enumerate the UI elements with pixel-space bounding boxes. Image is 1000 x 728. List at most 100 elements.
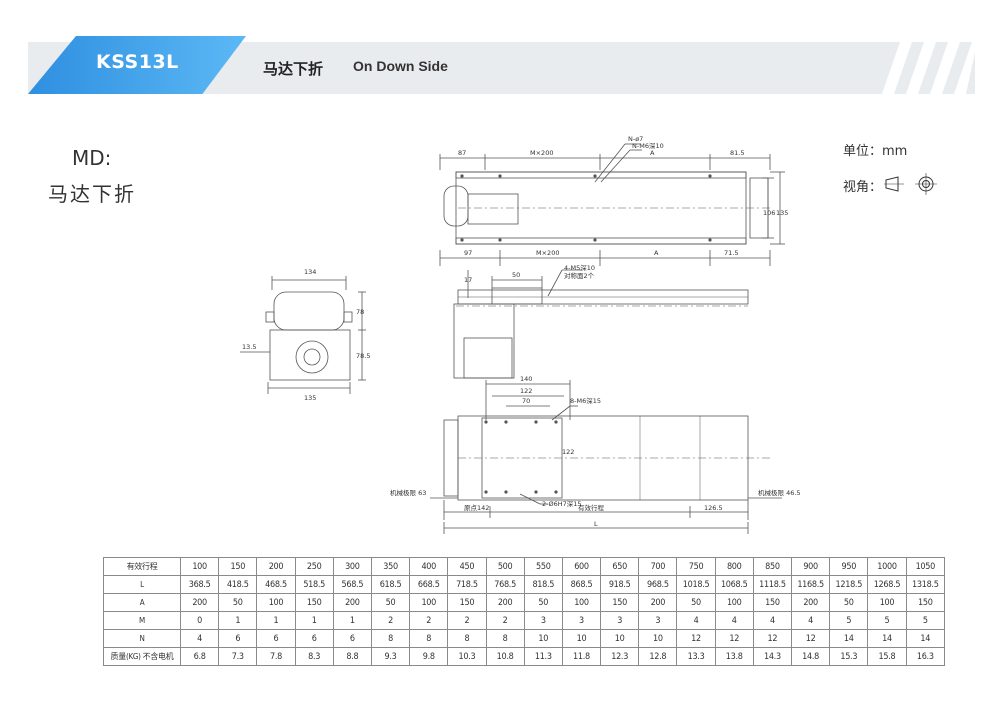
table-cell: 15.8 [867,647,907,666]
table-cell: 4 [179,629,220,648]
model-code: KSS13L [96,51,179,73]
table-cell: 5 [905,611,946,630]
table-cell: 668.5 [409,575,449,594]
table-cell: 14 [829,629,869,648]
table-cell: 450 [447,557,487,576]
table-cell: 14 [905,629,946,648]
table-cell: 6 [256,629,296,648]
table-cell: 150 [600,593,640,612]
table-cell: 9.8 [409,647,449,666]
table-cell: 618.5 [370,575,411,594]
table-cell: 6 [332,629,372,648]
side-note-2: 对称面2个 [564,271,595,280]
table-cell: 2 [370,611,411,630]
table-cell: 800 [714,557,754,576]
side-dim-17: 17 [464,276,472,284]
pin-note: 2-Ø6H7深15 [542,499,582,508]
row-header: L [103,575,181,594]
table-cell: 1068.5 [714,575,754,594]
table-cell: 50 [829,593,869,612]
table-cell: 150 [447,593,487,612]
length-label: L [594,520,598,528]
row-header: 质量(KG) 不含电机 [103,647,181,666]
table-cell: 6 [294,629,334,648]
mode-label: MD: [72,146,112,170]
table-cell: 750 [676,557,716,576]
technical-drawing: 87 M×200 A 81.5 97 M×200 A 71.5 N-ø7 N-M… [240,135,801,534]
table-cell: 700 [638,557,678,576]
dim-top-m200: M×200 [530,149,553,157]
table-cell: 13.8 [714,647,754,666]
table-cell: 1018.5 [676,575,716,594]
table-cell: 100 [714,593,754,612]
end-width-top: 134 [304,268,316,276]
table-cell: 8 [370,629,411,648]
table-cell: 12 [752,629,793,648]
table-cell: 900 [790,557,831,576]
bottom-height: 122 [562,448,574,456]
table-cell: 11.3 [523,647,563,666]
table-cell: 150 [294,593,334,612]
hole-note-1: N-ø7 [628,135,643,143]
side-dim-50: 50 [512,271,520,279]
dim-bottom-715: 71.5 [724,249,738,257]
table-cell: 2 [485,611,525,630]
height-106: 106 [763,209,775,217]
table-cell: 8 [409,629,449,648]
table-cell: 100 [179,557,220,576]
table-cell: 8.3 [294,647,334,666]
height-135: 135 [776,209,788,217]
hole-note-2: N-M6深10 [632,141,664,150]
table-cell: 5 [867,611,907,630]
table-cell: 768.5 [485,575,525,594]
table-cell: 14.3 [752,647,793,666]
table-cell: 100 [256,593,296,612]
table-cell: 10.8 [485,647,525,666]
table-cell: 11.8 [561,647,602,666]
table-cell: 1 [294,611,334,630]
table-cell: 10.3 [447,647,487,666]
end-dim: 126.5 [704,504,723,512]
dim-bottom-m200: M×200 [536,249,559,257]
left-limit: 机械极限 63 [390,488,426,497]
table-cell: 350 [370,557,411,576]
table-cell: 918.5 [600,575,640,594]
table-cell: 10 [600,629,640,648]
table-cell: 50 [370,593,411,612]
table-cell: 718.5 [447,575,487,594]
table-cell: 4 [752,611,793,630]
dim-top-87: 87 [458,149,466,157]
table-cell: 50 [218,593,258,612]
table-cell: 8.8 [332,647,372,666]
table-cell: 16.3 [905,647,946,666]
table-cell: 12.8 [638,647,678,666]
table-cell: 1 [256,611,296,630]
table-cell: 418.5 [218,575,258,594]
table-cell: 1318.5 [905,575,946,594]
table-cell: 150 [218,557,258,576]
table-cell: 550 [523,557,563,576]
table-cell: 100 [561,593,602,612]
table-cell: 8 [447,629,487,648]
dim-top-815: 81.5 [730,149,744,157]
table-cell: 850 [752,557,793,576]
table-cell: 7.8 [256,647,296,666]
table-cell: 1218.5 [829,575,869,594]
title-en: On Down Side [353,58,448,74]
table-cell: 15.3 [829,647,869,666]
table-cell: 150 [752,593,793,612]
table-cell: 1268.5 [867,575,907,594]
table-cell: 100 [867,593,907,612]
table-cell: 5 [829,611,869,630]
end-offset: 13.5 [242,343,256,351]
stroke-label: 有效行程 [578,503,605,512]
table-cell: 6.8 [179,647,220,666]
table-cell: 12 [676,629,716,648]
table-cell: 50 [523,593,563,612]
table-cell: 1118.5 [752,575,793,594]
projection-symbol-icon [884,173,937,195]
